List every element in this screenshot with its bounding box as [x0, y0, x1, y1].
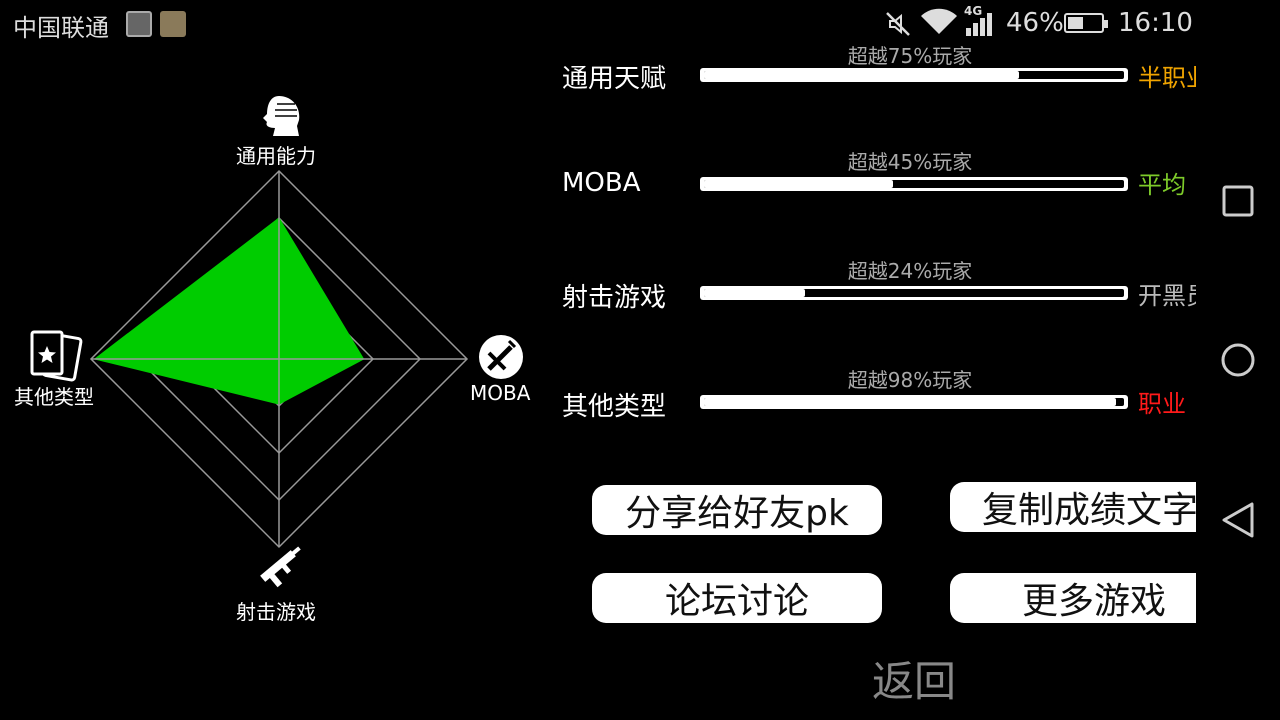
image-notification-icon: [126, 11, 152, 37]
recent-apps-icon[interactable]: [1220, 183, 1256, 219]
score-label: 其他类型: [562, 392, 667, 422]
card-star-icon: [30, 330, 83, 382]
crossed-swords-icon: [479, 335, 523, 379]
radar-data-shape: [93, 217, 365, 405]
rifle-icon: [260, 546, 301, 588]
radar-chart: [30, 96, 523, 588]
battery-percent: 46%: [1006, 8, 1064, 38]
network-type-label: 4G: [964, 4, 983, 18]
head-profile-icon: [263, 96, 300, 136]
score-bar-fill: [704, 289, 805, 297]
score-note: 超越45%玩家: [847, 150, 973, 174]
signal-icon: [966, 13, 992, 36]
wifi-icon: [921, 8, 957, 35]
clock-time: 16:10: [1118, 8, 1193, 38]
score-label: 射击游戏: [562, 283, 667, 313]
forum-button[interactable]: 论坛讨论: [592, 573, 882, 623]
back-nav-icon[interactable]: [1220, 501, 1256, 539]
score-rank: 平均: [1138, 171, 1186, 199]
battery-icon: [1064, 13, 1108, 33]
score-note: 超越98%玩家: [847, 368, 973, 392]
score-rank: 开黑员: [1138, 282, 1196, 310]
nav-bar-background: [1196, 44, 1280, 720]
score-bar: [700, 286, 1128, 300]
score-label: 通用天赋: [562, 64, 667, 94]
score-bar-fill: [704, 180, 893, 188]
radar-axes: [91, 171, 467, 547]
score-bar: [700, 395, 1128, 409]
radar-axis-label: 射击游戏: [236, 600, 316, 624]
share-pk-button[interactable]: 分享给好友pk: [592, 485, 882, 535]
photo-notification-icon: [160, 11, 186, 37]
radar-axis-label: 其他类型: [14, 385, 94, 409]
score-label: MOBA: [562, 168, 641, 198]
radar-axis-label: 通用能力: [236, 144, 316, 168]
score-note: 超越24%玩家: [847, 259, 973, 283]
score-bar: [700, 68, 1128, 82]
score-rank: 半职业: [1138, 64, 1196, 92]
score-bar-fill: [704, 398, 1116, 406]
score-rank: 职业: [1138, 390, 1186, 418]
back-button[interactable]: 返回: [872, 657, 957, 706]
home-icon[interactable]: [1220, 342, 1256, 378]
radar-axis-label: MOBA: [470, 381, 531, 405]
score-bar: [700, 177, 1128, 191]
score-bar-fill: [704, 71, 1019, 79]
carrier-name: 中国联通: [13, 14, 109, 42]
mute-icon: [886, 12, 910, 36]
score-note: 超越75%玩家: [847, 44, 973, 68]
